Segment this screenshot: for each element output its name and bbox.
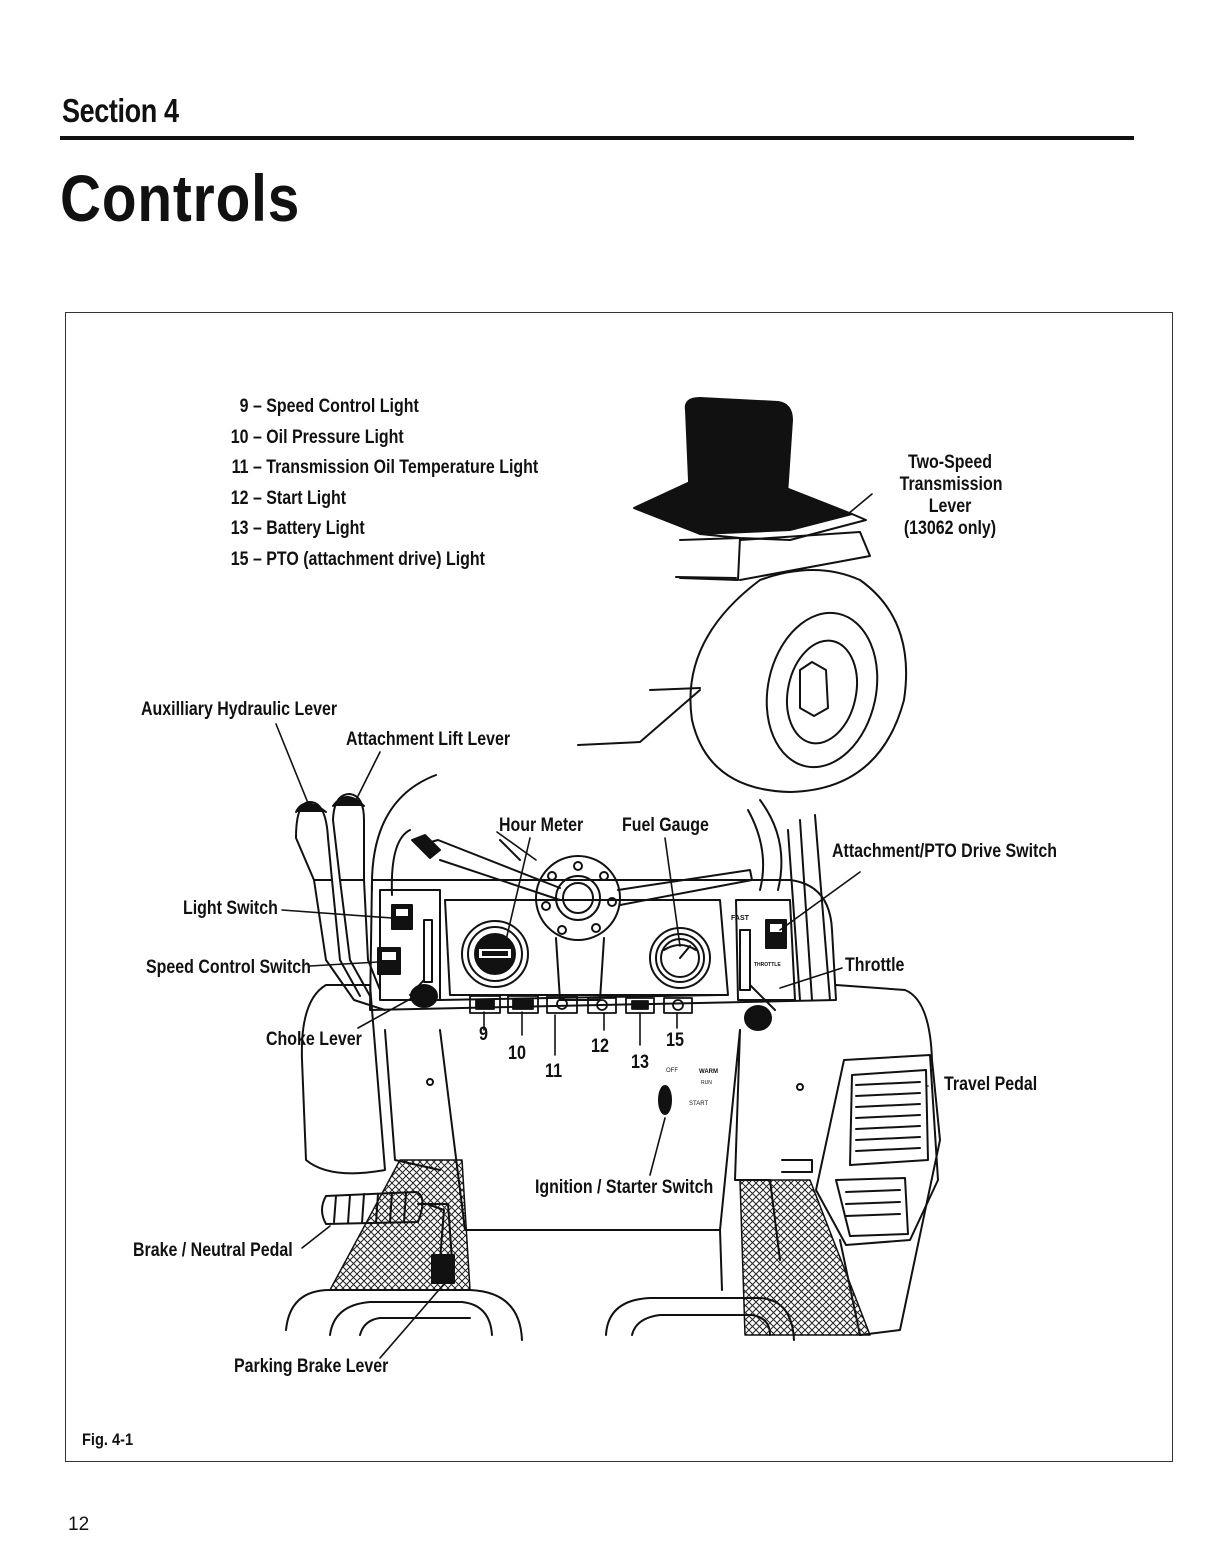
label-hour-meter: Hour Meter xyxy=(499,815,584,836)
steering-wheel-drawing xyxy=(370,774,831,1001)
label-ignition-switch: Ignition / Starter Switch xyxy=(535,1177,714,1198)
floor-mesh-right xyxy=(739,1179,871,1336)
legend-item: 9 – Speed Control Light xyxy=(239,396,419,417)
figure-frame xyxy=(65,312,1173,1462)
switches-drawing xyxy=(377,904,804,1115)
label-attachment-lift-lever: Attachment Lift Lever xyxy=(346,729,511,750)
label-light-switch: Light Switch xyxy=(183,898,278,919)
indicator-lights-drawing xyxy=(469,995,693,1014)
callout-12: 12 xyxy=(591,1036,609,1057)
header-rule xyxy=(60,136,1134,140)
label-travel-pedal: Travel Pedal xyxy=(944,1074,1038,1095)
legend-item: 10 – Oil Pressure Light xyxy=(230,426,404,448)
hour-meter-drawing xyxy=(461,920,529,988)
label-throttle: Throttle xyxy=(845,955,905,976)
indicator-legend: 9 – Speed Control Light 10 – Oil Pressur… xyxy=(225,392,598,575)
label-two-speed-lever: Two-Speed Transmission Lever (13062 only… xyxy=(899,452,1003,539)
callout-13: 13 xyxy=(631,1052,649,1073)
brake-pedal-drawing xyxy=(321,1191,455,1284)
label-fuel-gauge: Fuel Gauge xyxy=(622,815,709,836)
panel-throttle-text: THROTTLE xyxy=(754,962,781,968)
seat-drawing xyxy=(633,397,871,581)
legend-item: 11 – Transmission Oil Temperature Light xyxy=(231,457,539,478)
label-pto-drive-switch: Attachment/PTO Drive Switch xyxy=(832,841,1057,862)
label-speed-control-switch: Speed Control Switch xyxy=(146,957,311,978)
leader-lines xyxy=(275,493,929,1359)
label-parking-brake-lever: Parking Brake Lever xyxy=(234,1356,389,1377)
callout-10: 10 xyxy=(508,1043,526,1064)
label-aux-hydraulic-lever: Auxilliary Hydraulic Lever xyxy=(141,699,338,720)
legend-item: 12 – Start Light xyxy=(230,487,347,509)
panel-off-text: OFF xyxy=(666,1068,678,1074)
section-label: Section 4 xyxy=(62,92,179,129)
panel-warm-text: WARM xyxy=(699,1069,718,1075)
label-choke-lever: Choke Lever xyxy=(266,1029,362,1050)
travel-pedal-drawing xyxy=(781,1054,939,1246)
panel-start-text: START xyxy=(689,1101,709,1107)
rear-wheel-drawing xyxy=(577,569,908,793)
figure-caption: Fig. 4-1 xyxy=(82,1430,134,1449)
panel-run-text: RUN xyxy=(701,1080,712,1086)
label-brake-neutral-pedal: Brake / Neutral Pedal xyxy=(133,1240,293,1261)
legend-item: 15 – PTO (attachment drive) Light xyxy=(230,548,486,570)
front-tires-drawing xyxy=(285,1289,795,1341)
callout-9: 9 xyxy=(479,1024,488,1045)
steering-column-drawing xyxy=(384,1029,781,1291)
callout-11: 11 xyxy=(545,1061,563,1082)
fuel-gauge-drawing xyxy=(649,927,711,989)
legend-item: 13 – Battery Light xyxy=(230,518,365,539)
hydraulic-levers-drawing xyxy=(295,793,386,1011)
panel-fast-text: FAST xyxy=(731,915,749,922)
page-title: Controls xyxy=(60,161,301,235)
callout-15: 15 xyxy=(666,1030,684,1051)
page-number: 12 xyxy=(68,1514,90,1535)
fender-drawing xyxy=(300,984,941,1336)
